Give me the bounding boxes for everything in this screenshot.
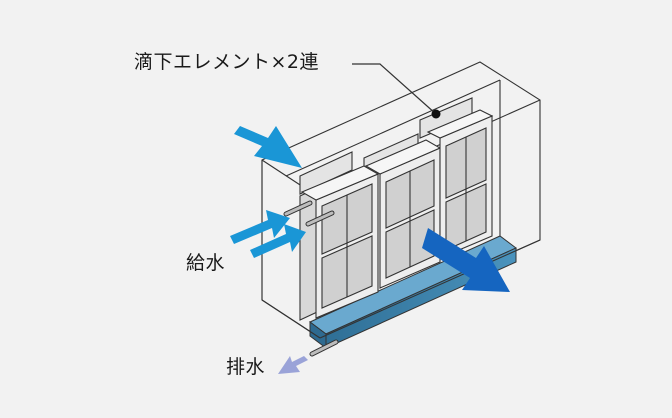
element-label: 滴下エレメント×2連: [134, 51, 320, 73]
element-leader-line: [352, 63, 441, 119]
supply-label: 給水: [186, 252, 226, 274]
supply-arrow-2: [250, 224, 306, 258]
supply-pipes: [283, 200, 335, 227]
element-cassette-3: [426, 109, 494, 259]
element-cassette-1: [299, 165, 380, 321]
supply-arrow-1: [230, 210, 290, 244]
drain-pipe: [309, 339, 339, 357]
drain-label: 排水: [226, 356, 266, 378]
element-cassette-2: [364, 139, 442, 289]
drain-arrow: [278, 356, 308, 374]
airflow-out-arrow: [422, 228, 510, 292]
airflow-in-arrow-top: [234, 126, 302, 168]
